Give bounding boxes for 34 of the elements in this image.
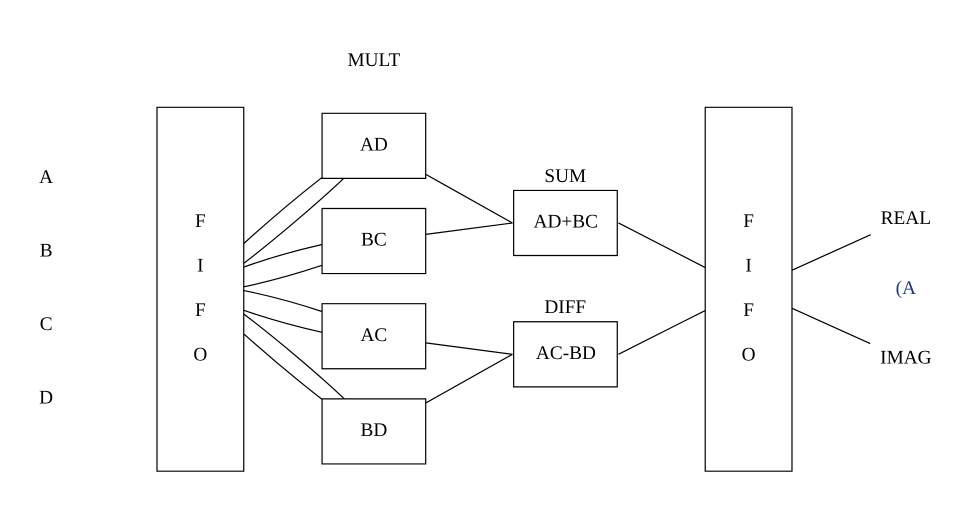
connector: [792, 308, 870, 344]
connector: [426, 174, 513, 224]
label: A: [39, 166, 54, 188]
node-box: F I F O: [156, 106, 244, 472]
connector: [244, 310, 322, 333]
connector: [244, 178, 344, 264]
node-box: AD+BC: [513, 190, 618, 256]
node-text: IMAG: [880, 348, 932, 369]
connector: [426, 342, 513, 355]
connector: [244, 244, 322, 268]
connector: [792, 234, 871, 271]
node-box: F I F O: [704, 106, 793, 472]
node-box: AC-BD: [513, 321, 618, 388]
connector: [618, 222, 706, 268]
connector: [244, 264, 322, 288]
connector: [244, 290, 322, 312]
label: (A: [896, 278, 916, 299]
connector: [618, 310, 706, 355]
label: D: [39, 387, 54, 408]
connector: [244, 314, 345, 400]
node-label: SUM: [544, 166, 586, 187]
connector: [426, 222, 513, 235]
node-box: BD: [321, 398, 426, 465]
node-box: AD: [321, 112, 426, 179]
node-box: AC: [321, 303, 426, 370]
label: B: [40, 240, 53, 262]
node-box: BC: [321, 208, 426, 274]
label: C: [40, 314, 53, 335]
connector: [243, 333, 322, 400]
connector: [243, 176, 322, 244]
label: MULT: [347, 50, 400, 72]
connector: [426, 354, 513, 404]
node-label: DIFF: [544, 297, 586, 318]
node-text: REAL: [880, 208, 932, 229]
